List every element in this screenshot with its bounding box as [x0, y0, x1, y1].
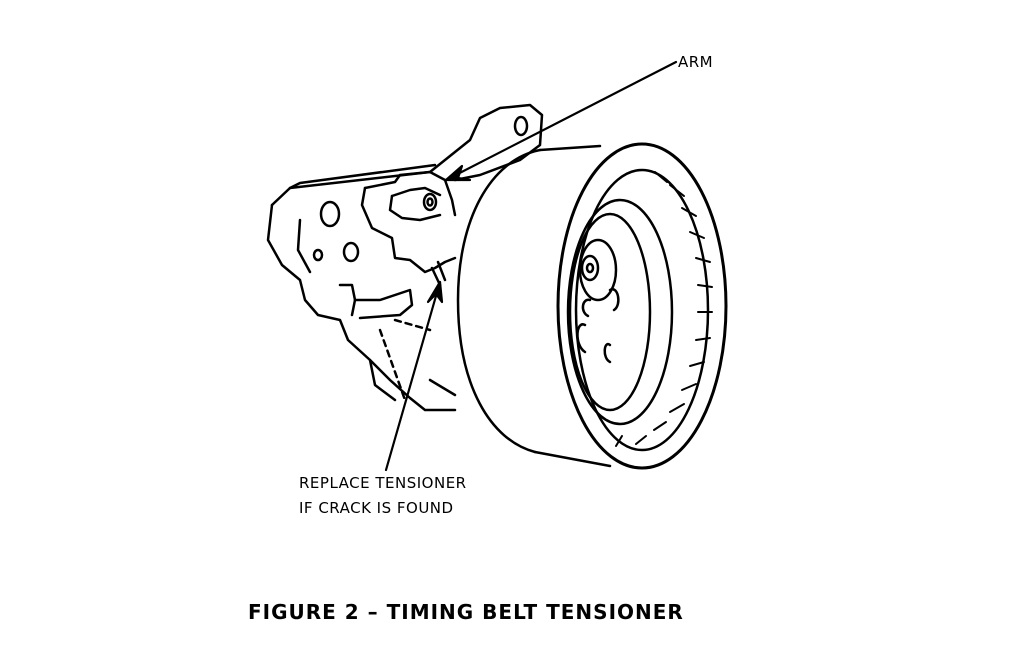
pulley-wheel	[456, 142, 728, 470]
arm-label: ARM	[678, 53, 714, 71]
replace-tensioner-label: REPLACE TENSIONER	[299, 474, 467, 492]
mounting-bracket	[266, 103, 544, 412]
pulley-serrations	[615, 171, 713, 447]
crack-found-label: IF CRACK IS FOUND	[299, 499, 454, 517]
crack-leader-line	[384, 280, 444, 472]
tensioner-arm	[360, 170, 457, 287]
figure-caption: FIGURE 2 – TIMING BELT TENSIONER	[248, 600, 684, 624]
arm-leader-line	[444, 60, 678, 182]
